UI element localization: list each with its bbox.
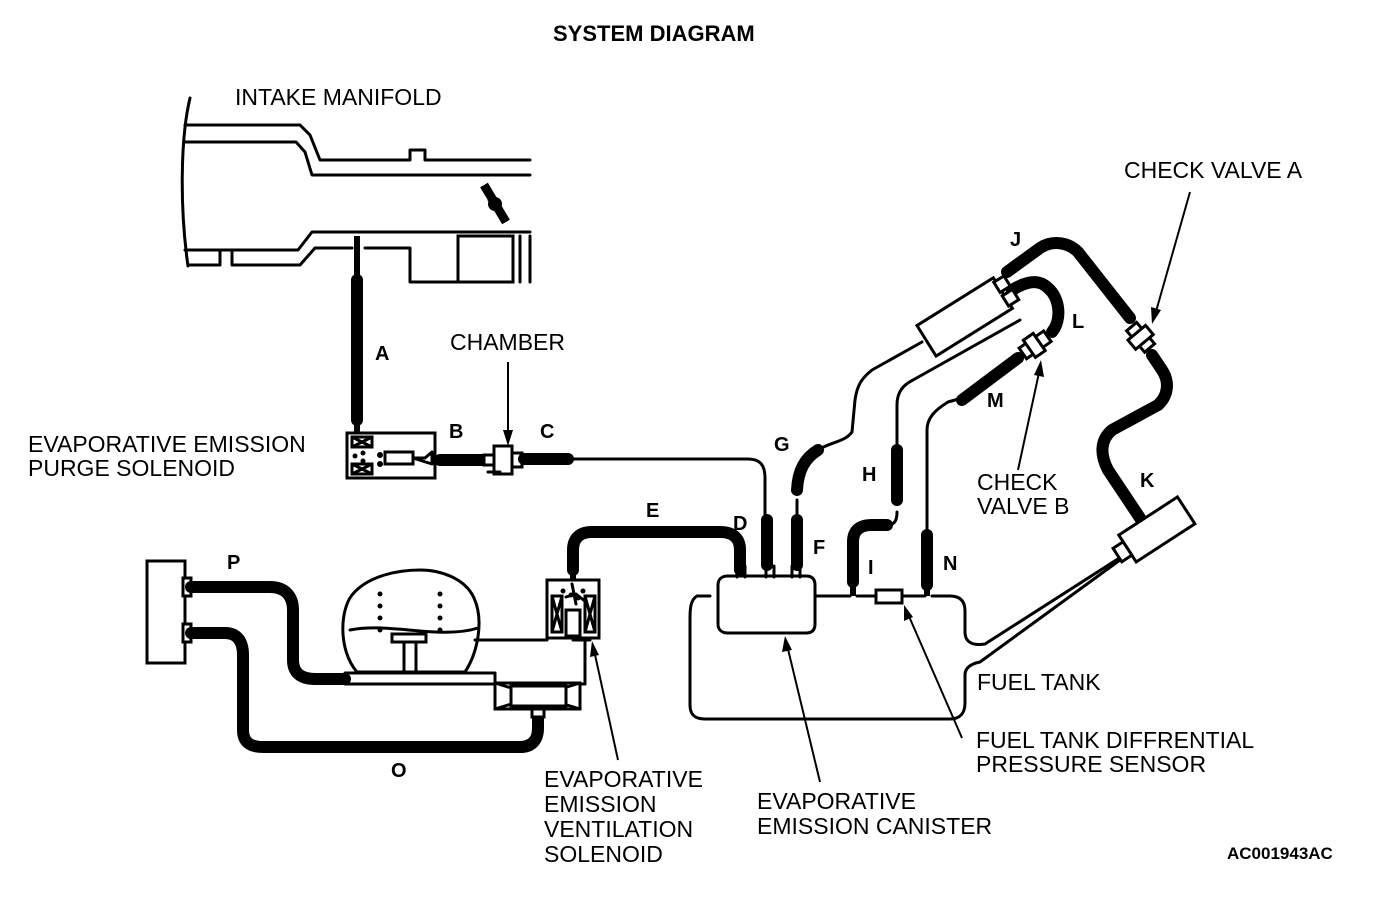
hose-b-letter: B <box>449 421 463 443</box>
intake-manifold <box>180 96 532 284</box>
ventilation-solenoid-pointer-arrow <box>590 641 619 761</box>
ventilation-solenoid-label-4: SOLENOID <box>544 841 663 867</box>
hose-c-letter: C <box>540 421 554 443</box>
fuel-tank <box>688 546 1137 721</box>
ventilation-solenoid-label-1: EVAPORATIVE <box>544 766 703 792</box>
check-valve-a-pointer-arrow <box>1151 191 1191 324</box>
chamber-label: CHAMBER <box>450 329 565 355</box>
canister-pointer-arrow <box>782 636 821 783</box>
check-valve-b-pointer-arrow <box>1017 360 1044 471</box>
hose-e <box>567 526 746 580</box>
ventilation-solenoid-label-3: VENTILATION <box>544 816 693 842</box>
fuel-tank-label: FUEL TANK <box>977 669 1101 695</box>
pressure-sensor-label-2: PRESSURE SENSOR <box>976 751 1206 777</box>
hose-k-letter: K <box>1140 470 1155 492</box>
hose-j <box>1001 237 1136 324</box>
hose-o <box>185 627 544 753</box>
hose-n-letter: N <box>943 553 957 575</box>
fuel-tank-differential-pressure-sensor <box>874 588 904 605</box>
hose-a-letter: A <box>375 343 389 365</box>
hose-h <box>891 318 1022 506</box>
air-cleaner-housing <box>145 559 193 665</box>
hose-d-letter: D <box>733 513 747 535</box>
two-way-valve-body <box>914 273 1021 359</box>
hose-p <box>185 581 351 685</box>
hose-m <box>956 352 1024 406</box>
chamber-pointer-arrow <box>503 362 513 446</box>
hose-l <box>1006 276 1065 338</box>
evaporative-emission-canister <box>716 564 817 635</box>
check-valve-a <box>1124 320 1157 355</box>
hose-o-letter: O <box>391 760 407 782</box>
purge-solenoid-label-1: EVAPORATIVE EMISSION <box>28 431 306 457</box>
check-valve-b-label-2: VALVE B <box>977 493 1069 519</box>
hose-k <box>1096 349 1173 524</box>
image-code: AC001943AC <box>1227 844 1333 863</box>
throttle-valve-icon <box>480 182 510 225</box>
intake-manifold-label: INTAKE MANIFOLD <box>235 84 442 110</box>
purge-solenoid-label-2: PURGE SOLENOID <box>28 455 235 481</box>
hose-c <box>518 453 767 522</box>
vapor-filter-body <box>341 568 592 719</box>
hose-g-letter: G <box>774 434 790 456</box>
check-valve-b <box>1017 328 1054 361</box>
purge-solenoid <box>345 431 437 480</box>
hose-n <box>921 396 964 596</box>
ventilation-solenoid <box>545 578 601 640</box>
hose-f-letter: F <box>813 537 825 559</box>
canister-label-2: EMISSION CANISTER <box>757 813 992 839</box>
pressure-sensor-label-1: FUEL TANK DIFFRENTIAL <box>976 727 1254 753</box>
ventilation-solenoid-label-2: EMISSION <box>544 791 656 817</box>
pressure-sensor-pointer-arrow <box>904 605 963 739</box>
hose-i <box>847 510 899 596</box>
check-valve-b-label-1: CHECK <box>977 469 1058 495</box>
hose-e-letter: E <box>646 500 659 522</box>
hose-p-letter: P <box>227 552 240 574</box>
hose-i-letter: I <box>868 557 874 579</box>
diagram-title: SYSTEM DIAGRAM <box>553 21 755 46</box>
check-valve-a-label: CHECK VALVE A <box>1124 157 1303 183</box>
filler-neck-box <box>1110 494 1197 565</box>
hose-m-letter: M <box>987 390 1004 412</box>
hose-h-letter: H <box>862 464 876 486</box>
hose-j-letter: J <box>1010 229 1021 251</box>
chamber <box>482 444 524 476</box>
hose-l-letter: L <box>1072 311 1084 333</box>
canister-label-1: EVAPORATIVE <box>757 788 916 814</box>
hose-g <box>791 340 924 522</box>
